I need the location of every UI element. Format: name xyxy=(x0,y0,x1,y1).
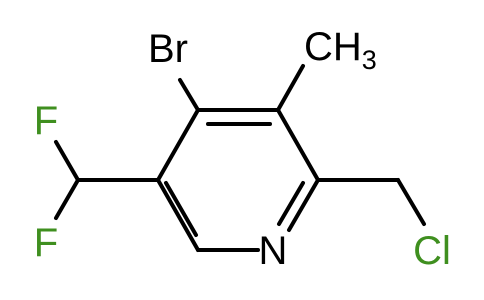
atom-n: N xyxy=(259,229,288,273)
atom-labels: Br CH3 F F N Cl xyxy=(34,25,451,273)
bond-chf2-f-top xyxy=(54,140,80,182)
bond-chf2-f-bottom xyxy=(54,178,80,220)
atom-br: Br xyxy=(148,27,188,71)
bond-ch2-cl xyxy=(396,178,426,226)
atom-methyl: CH3 xyxy=(304,25,377,75)
bond-c6-c5 xyxy=(156,178,200,252)
atom-f-top: F xyxy=(34,99,58,143)
bond-c5-c4 xyxy=(156,108,200,182)
atom-f-bottom: F xyxy=(34,221,58,265)
atom-methyl-subscript: 3 xyxy=(362,45,377,75)
ring-bonds xyxy=(156,108,320,252)
substituent-bonds xyxy=(54,64,426,226)
atom-cl: Cl xyxy=(413,229,451,273)
bond-c2-n xyxy=(287,178,320,232)
bond-c3-c2 xyxy=(276,108,320,182)
atom-methyl-symbol: CH xyxy=(304,25,362,69)
bond-c2-n-inner xyxy=(277,181,305,226)
bond-c6-c5-inner xyxy=(164,181,198,237)
bond-c3-methyl xyxy=(276,64,305,112)
bond-c4-br xyxy=(178,78,200,112)
